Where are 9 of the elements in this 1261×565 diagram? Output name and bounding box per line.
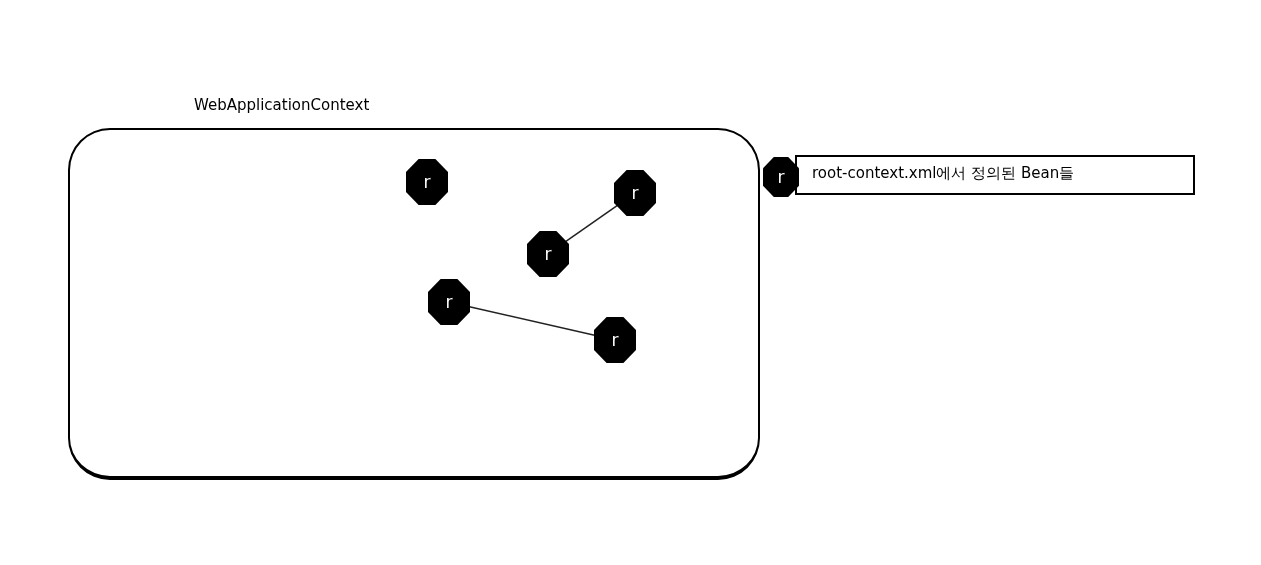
bean-letter: r	[631, 184, 639, 202]
bean-letter: r	[777, 168, 785, 186]
bean-letter: r	[445, 293, 453, 311]
legend-text: root-context.xml에서 정의된 Bean들	[812, 164, 1075, 183]
bean-letter: r	[611, 331, 619, 349]
connector-line	[564, 204, 619, 243]
context-title: WebApplicationContext	[194, 96, 370, 114]
bean-letter: r	[544, 245, 552, 263]
bean-letter: r	[423, 173, 431, 191]
